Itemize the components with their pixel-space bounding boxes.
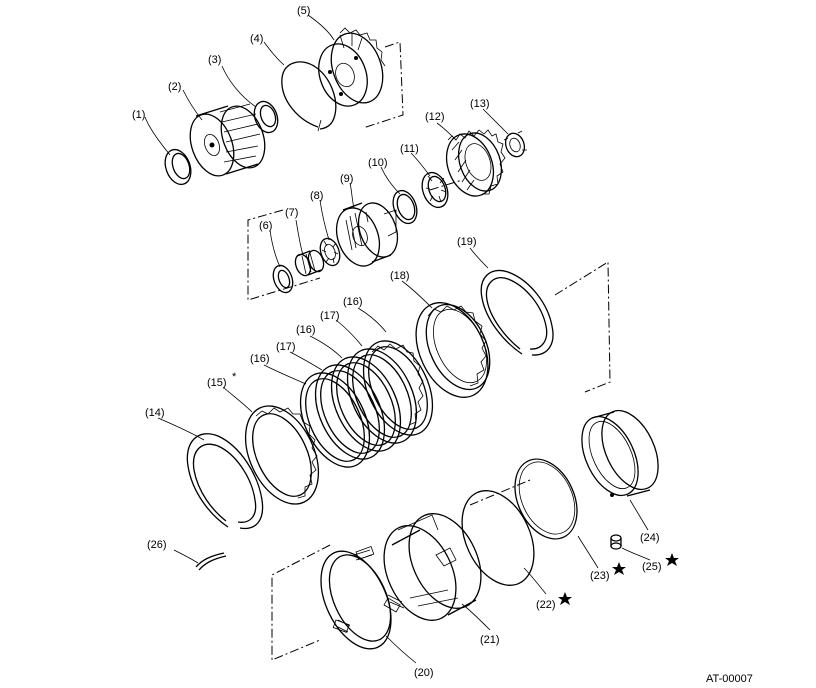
part-3-ring xyxy=(253,100,279,134)
group-frame-top xyxy=(362,41,404,129)
part-10-washer xyxy=(392,189,418,225)
label-24: (24) xyxy=(640,532,660,544)
label-9: (9) xyxy=(340,173,353,185)
label-10: (10) xyxy=(368,157,388,169)
label-18: (18) xyxy=(390,270,410,282)
label-26: (26) xyxy=(147,539,167,551)
label-17a: (17) xyxy=(276,341,296,353)
label-23: (23) xyxy=(590,570,610,582)
label-15: (15) xyxy=(207,377,227,389)
label-4: (4) xyxy=(250,33,263,45)
label-20: (20) xyxy=(414,667,434,679)
label-14: (14) xyxy=(145,407,165,419)
part-11-bearing xyxy=(421,171,449,209)
part-7-pinion xyxy=(294,249,325,277)
label-8: (8) xyxy=(310,190,323,202)
part-1-washer xyxy=(164,148,192,186)
part-26-clip xyxy=(195,552,227,571)
part-18-plate xyxy=(415,302,491,398)
label-13: (13) xyxy=(470,98,490,110)
label-17b: (17) xyxy=(320,310,340,322)
label-16a: (16) xyxy=(250,353,270,365)
group-frame-clutch xyxy=(554,261,611,393)
label-21: (21) xyxy=(480,634,500,646)
label-25: (25) xyxy=(642,561,662,573)
label-3: (3) xyxy=(208,54,221,66)
star-icon xyxy=(558,592,572,605)
figure-code: AT-00007 xyxy=(706,673,753,685)
part-19-snap-ring xyxy=(480,269,554,356)
star-icon xyxy=(665,553,679,566)
part-21-piston xyxy=(383,513,482,621)
label-1: (1) xyxy=(132,109,145,121)
star-icon xyxy=(612,562,626,575)
part-25-plug xyxy=(610,534,622,550)
part-6-washer xyxy=(272,264,294,294)
part-14-snap-ring xyxy=(186,433,264,530)
label-22: (22) xyxy=(536,599,556,611)
label-11: (11) xyxy=(400,143,419,155)
asterisk-mark: * xyxy=(232,371,237,383)
part-24-sleeve xyxy=(581,409,659,497)
group-frame-bottom xyxy=(271,479,531,661)
part-13-snap-ring xyxy=(503,130,527,158)
part-4-snap-ring xyxy=(281,61,337,132)
part-9-carrier xyxy=(335,202,399,267)
part-12-ring-gear xyxy=(445,129,506,197)
leader-lines xyxy=(144,14,651,664)
part-22-seal xyxy=(461,490,535,586)
label-7: (7) xyxy=(285,207,298,219)
clutch-pack xyxy=(299,340,434,468)
part-8-bearing xyxy=(319,237,341,267)
star-markers xyxy=(558,553,679,605)
label-6: (6) xyxy=(259,220,272,232)
label-5: (5) xyxy=(297,5,310,17)
label-16c: (16) xyxy=(343,296,363,308)
label-12: (12) xyxy=(425,111,445,123)
part-23-seal xyxy=(514,458,578,540)
part-20-spring-plate xyxy=(320,546,405,650)
part-5-hub xyxy=(318,27,386,107)
label-19: (19) xyxy=(457,236,477,248)
label-16b: (16) xyxy=(296,324,316,336)
label-2: (2) xyxy=(168,81,181,93)
group-frame-middle xyxy=(247,179,463,301)
